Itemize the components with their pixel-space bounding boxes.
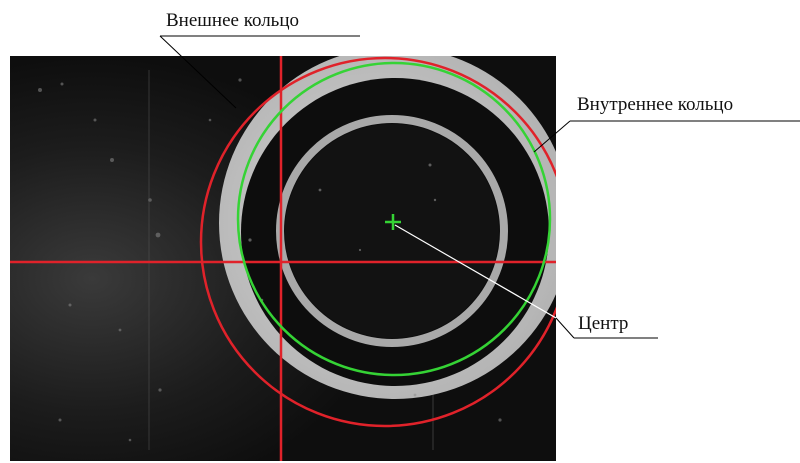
center-label: Центр [578, 313, 629, 334]
outer-ring-label: Внешнее кольцо [166, 10, 300, 31]
camera-photo [10, 56, 556, 461]
plus-crosshair-icon [385, 214, 401, 230]
green-inner-circle [236, 61, 552, 377]
inner-hole [285, 124, 499, 338]
red-overlay [10, 56, 556, 461]
center-pointer-line [394, 224, 556, 319]
inner-noise [248, 163, 437, 397]
green-overlay [236, 61, 552, 377]
inner-ring-label: Внутреннее кольцо [577, 94, 734, 115]
center-leader [555, 317, 658, 339]
outer-ring-leader [159, 35, 360, 109]
red-outer-circle [199, 56, 556, 428]
inner-ring-leader [533, 120, 800, 153]
